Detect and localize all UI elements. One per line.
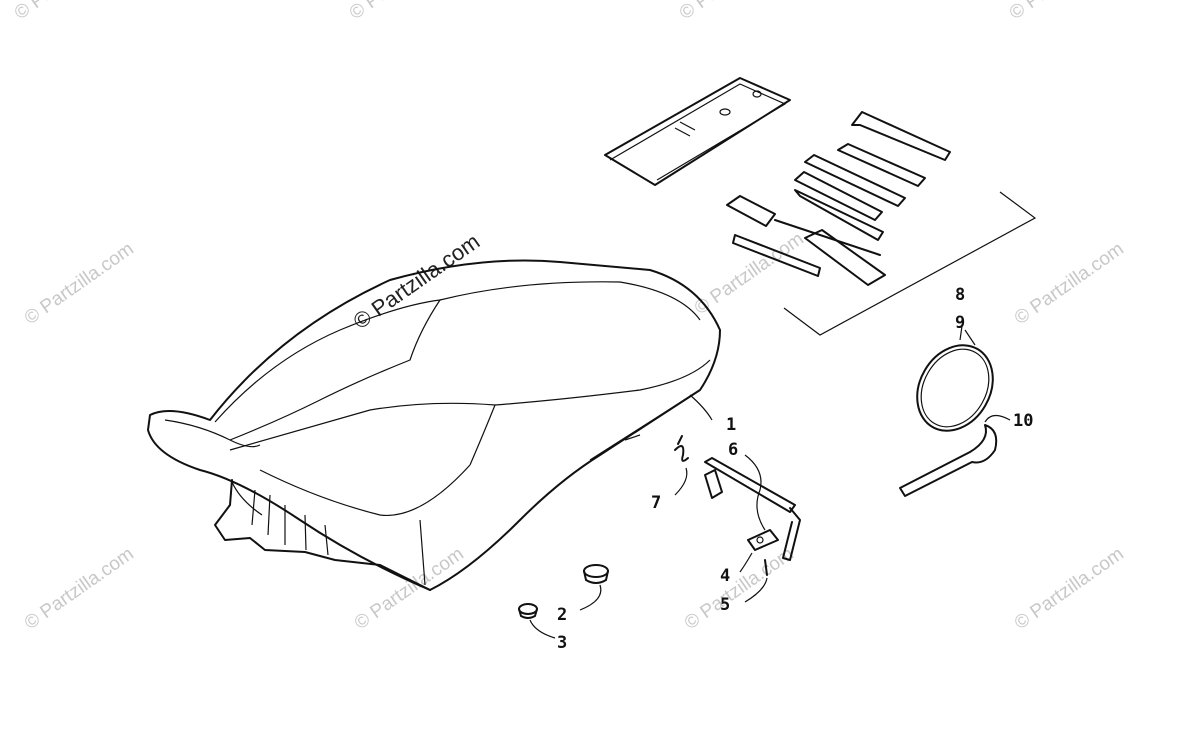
callouts: 1 2 3 4 5 6 7 8 9 10	[557, 285, 1033, 653]
tool-pouch	[604, 77, 791, 186]
callout-2: 2	[557, 605, 567, 625]
grommet-small	[518, 603, 538, 619]
tool-kit-bracket	[783, 191, 1037, 336]
callout-10: 10	[1013, 411, 1033, 431]
watermark-text: © Partzilla.com	[351, 543, 468, 634]
watermark-text: © Partzilla.com	[21, 543, 138, 634]
callout-4: 4	[720, 566, 730, 586]
spanner-wrench	[899, 424, 998, 497]
callout-3: 3	[557, 633, 567, 653]
callout-6: 6	[728, 440, 738, 460]
watermark-text: © Partzilla.com	[21, 238, 138, 329]
watermark-text: © Partzilla.com	[691, 228, 808, 319]
callout-8: 8	[955, 285, 965, 305]
grommet	[583, 564, 609, 584]
watermark-text: © Partzilla.com	[676, 0, 793, 24]
spring	[674, 435, 689, 462]
callout-7: 7	[651, 493, 661, 513]
callout-5: 5	[720, 595, 730, 615]
watermark-text: © Partzilla.com	[1011, 543, 1128, 634]
watermark-text: © Partzilla.com	[1011, 238, 1128, 329]
tool-kit	[726, 111, 951, 286]
latch-rod	[704, 457, 801, 561]
watermark-text: © Partzilla.com	[1006, 0, 1123, 24]
callout-9: 9	[955, 313, 965, 333]
watermark-text: © Partzilla.com	[346, 0, 463, 24]
watermark-text: © Partzilla.com	[681, 543, 798, 634]
watermark-text: © Partzilla.com	[11, 0, 128, 24]
callout-1: 1	[726, 415, 736, 435]
seat	[147, 259, 721, 591]
latch-bracket	[747, 529, 779, 551]
o-ring	[916, 344, 994, 432]
leader-lines	[529, 325, 1011, 639]
screw	[764, 559, 768, 576]
